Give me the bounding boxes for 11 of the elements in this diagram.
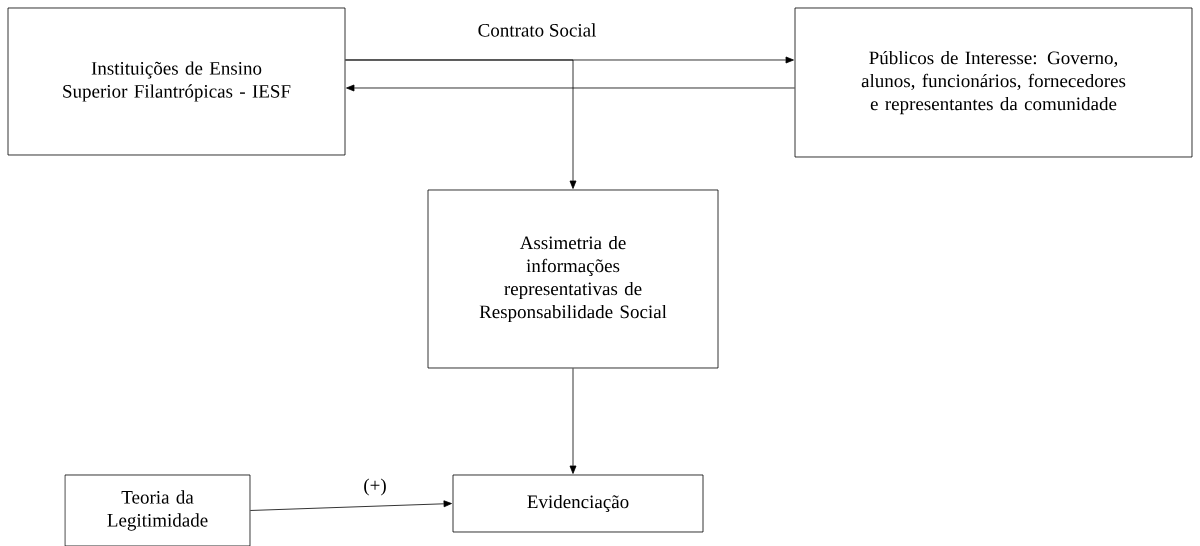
text-box: Instituições de Ensino Superior Filantrópicas - IESF [7,7,346,156]
edge-label: (+) [362,477,388,497]
arrow [346,84,795,92]
text-box: Assimetria de informações representativas de Responsabilidade Social [427,189,719,369]
edge-label: Contrato Social [476,22,598,38]
arrow [345,59,577,189]
text-box: Públicos de Interesse: Governo, alunos, funcionários, fornecedores e representantes da comunidade [794,7,1193,158]
text-box: Evidenciação [452,474,704,533]
text-box: Teoria da Legitimidade [64,474,251,546]
arrow [250,500,452,511]
arrow [569,368,577,474]
